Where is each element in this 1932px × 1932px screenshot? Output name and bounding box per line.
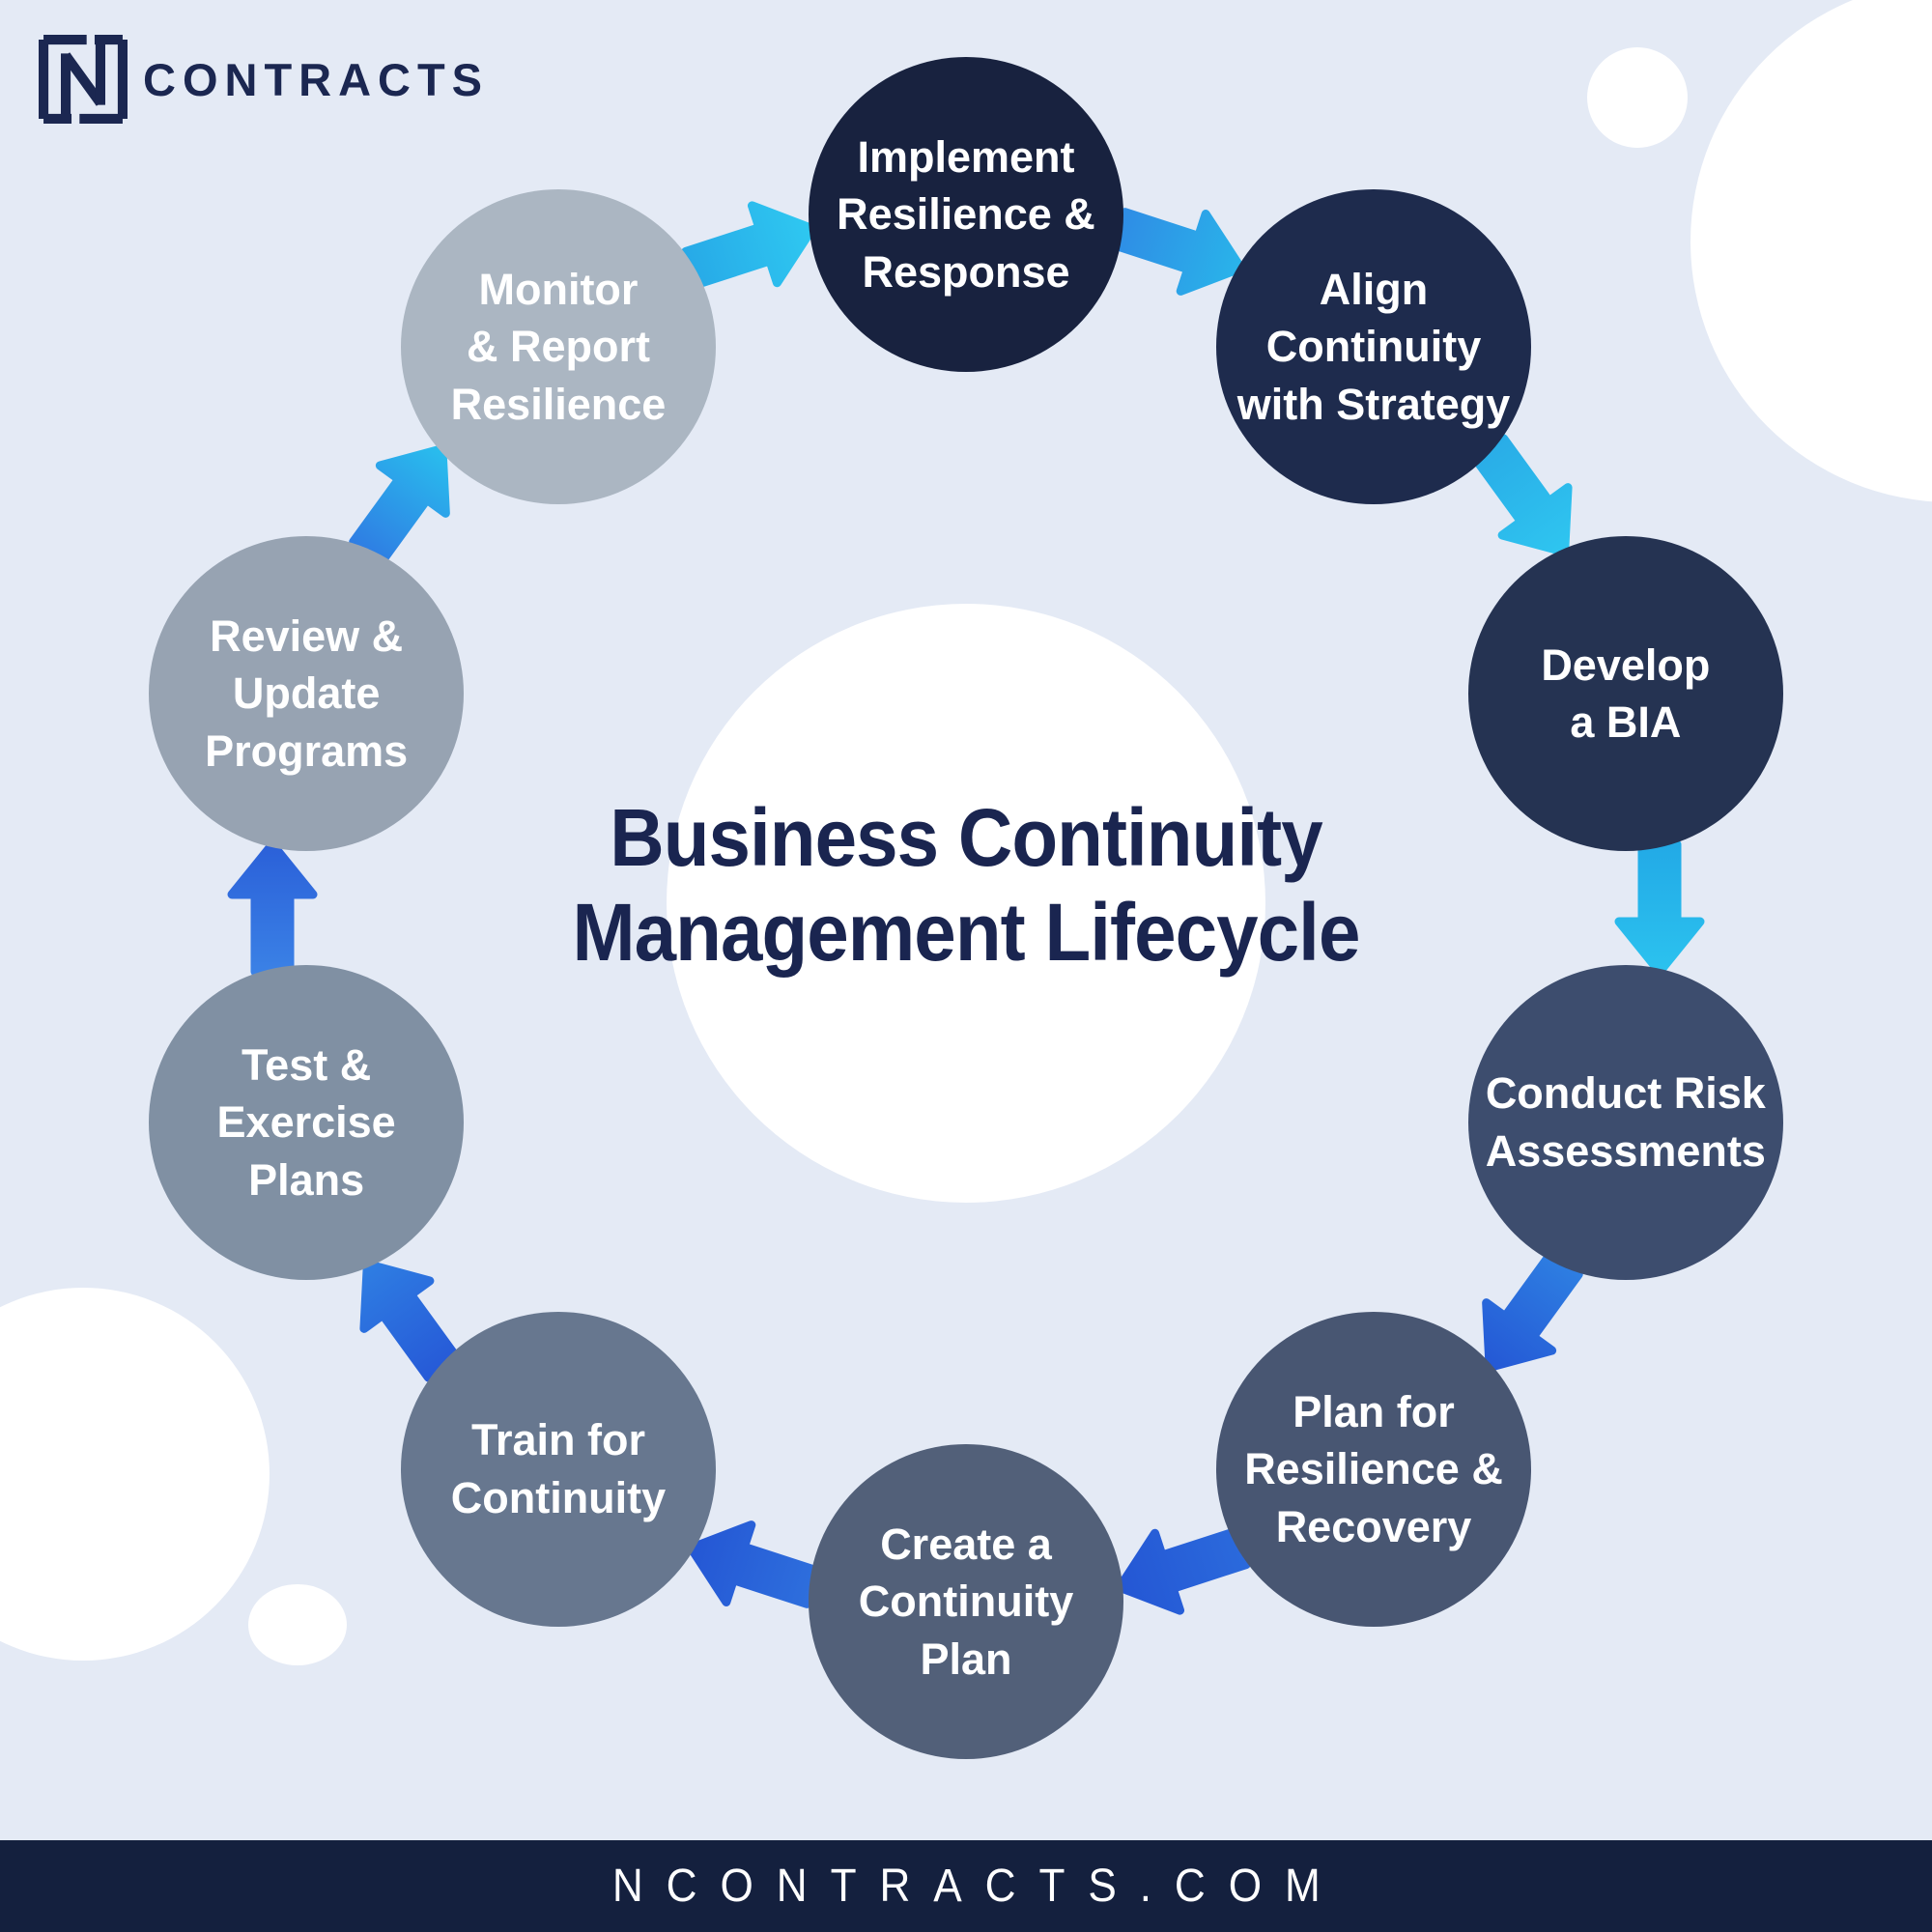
step-label: Monitor & Report Resilience	[450, 265, 667, 429]
cycle-arrow-icon	[1110, 208, 1246, 296]
step-label: Align Continuity with Strategy	[1236, 265, 1511, 429]
step-circle-test-exercise-plans: Test & Exercise Plans	[149, 964, 465, 1280]
cycle-arrow-icon	[1115, 1526, 1251, 1615]
step-label: Review & Update Programs	[205, 611, 409, 776]
decorative-circle	[248, 1584, 347, 1665]
brand-logo-mark-icon	[39, 35, 128, 124]
cycle-arrow-icon	[1482, 1249, 1583, 1372]
step-circle-implement-resilience-response: Implement Resilience & Response	[809, 57, 1123, 372]
cycle-arrow-icon	[359, 1260, 461, 1382]
step-label: Implement Resilience & Response	[837, 131, 1095, 297]
step-label: Develop a BIA	[1541, 639, 1711, 748]
step-circle-develop-bia: Develop a BIA	[1467, 536, 1783, 852]
cycle-arrow-icon	[1471, 434, 1573, 556]
diagram-title-line1: Business Continuity	[610, 792, 1322, 883]
step-circle-review-update-programs: Review & Update Programs	[149, 536, 465, 852]
cycle-arrow-icon	[686, 1520, 822, 1608]
step-circle-align-continuity-strategy: Align Continuity with Strategy	[1216, 189, 1532, 505]
step-label: Conduct Risk Assessments	[1485, 1068, 1766, 1176]
diagram-title: Business Continuity Management Lifecycle	[517, 790, 1415, 980]
step-label: Test & Exercise Plans	[216, 1039, 396, 1205]
cycle-arrow-icon	[681, 201, 817, 290]
cycle-arrow-icon	[1614, 839, 1705, 977]
step-label: Create a Continuity Plan	[858, 1519, 1074, 1684]
step-circle-create-continuity-plan: Create a Continuity Plan	[809, 1444, 1123, 1759]
step-circle-plan-resilience-recovery: Plan for Resilience & Recovery	[1216, 1311, 1532, 1627]
decorative-circle	[1587, 47, 1688, 148]
step-label: Plan for Resilience & Recovery	[1244, 1386, 1503, 1551]
cycle-arrow-icon	[227, 839, 318, 977]
step-circle-conduct-risk-assessments: Conduct Risk Assessments	[1467, 964, 1783, 1280]
step-circle-monitor-report-resilience: Monitor & Report Resilience	[400, 189, 716, 505]
brand-logo-text: CONTRACTS	[143, 53, 490, 105]
footer-bar: NCONTRACTS.COM	[0, 1840, 1932, 1932]
step-circle-train-for-continuity: Train for Continuity	[400, 1311, 716, 1627]
diagram-title-line2: Management Lifecycle	[572, 887, 1361, 978]
cycle-arrow-icon	[349, 444, 450, 567]
brand-logo: CONTRACTS	[39, 35, 489, 124]
center-circle	[667, 604, 1265, 1203]
step-label: Train for Continuity	[450, 1415, 667, 1522]
footer-url: NCONTRACTS.COM	[611, 1861, 1344, 1912]
